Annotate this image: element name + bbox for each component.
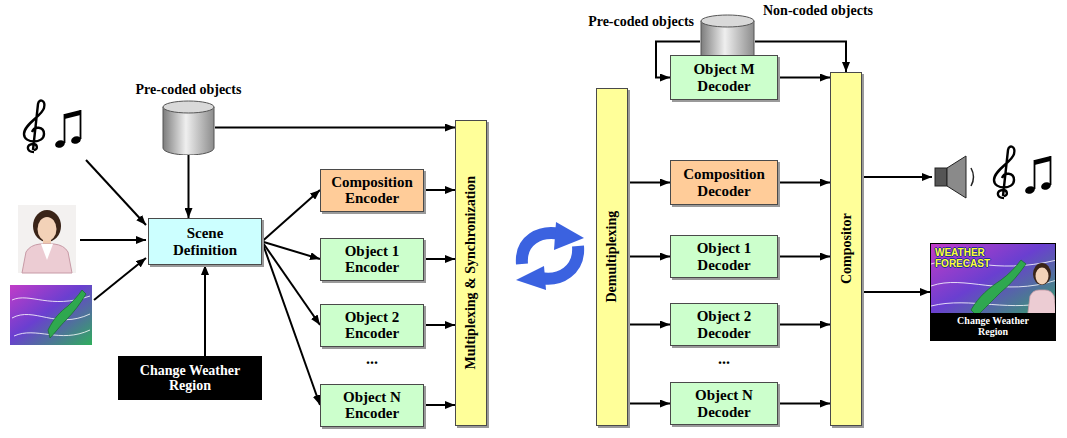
connector-arrow xyxy=(778,182,830,184)
connector-arrow xyxy=(188,155,190,218)
storage-label: Pre-coded objects xyxy=(136,82,242,97)
ellipsis-label: ... xyxy=(342,350,402,368)
connector-arrow xyxy=(778,256,830,258)
box-label: Object 2 Encoder xyxy=(325,309,419,342)
encoder-box: Object N Encoder xyxy=(320,384,424,427)
decoder-box: Object 1 Decoder xyxy=(670,235,778,278)
box-label: Object 1 Encoder xyxy=(325,243,419,276)
storage-cylinder: Pre-coded objects xyxy=(162,100,215,155)
ellipsis-label: ... xyxy=(694,350,754,368)
connector-arrow xyxy=(628,256,670,258)
decoder-box: Object M Decoder xyxy=(670,55,778,100)
decoder-box: Object N Decoder xyxy=(670,382,778,425)
box-label: WEATHER FORECAST xyxy=(935,247,1001,269)
connector-arrow xyxy=(262,242,320,260)
input-arrows xyxy=(80,160,146,300)
scene-box: Scene Definition xyxy=(148,218,262,265)
connector-arrow xyxy=(262,242,320,406)
encoder-box: Object 1 Encoder xyxy=(320,238,424,281)
channel-icon xyxy=(516,222,584,290)
music-icon xyxy=(994,147,1052,198)
box-label: Composition Encoder xyxy=(325,174,419,207)
control-box: Change Weather Region xyxy=(118,356,262,400)
audio-output-arrow xyxy=(862,176,932,178)
decoder-box: Object 2 Decoder xyxy=(670,303,778,346)
connector-arrow xyxy=(424,258,455,260)
decoder-box: Composition Decoder xyxy=(670,160,778,205)
mux-bar: Multiplexing & Synchronization xyxy=(455,120,487,426)
storage-label: Pre-coded objects xyxy=(588,14,694,29)
connector-arrow xyxy=(262,190,320,242)
box-label: Change Weather Region xyxy=(122,363,258,394)
connector-arrow xyxy=(862,291,930,293)
box-label: Object 1 Decoder xyxy=(675,240,773,273)
connector-arrow xyxy=(778,403,830,405)
weather-map-image xyxy=(10,285,92,345)
box-label: Object 2 Decoder xyxy=(675,308,773,341)
box-label: Composition Decoder xyxy=(675,166,773,199)
box-label: Object N Decoder xyxy=(675,387,773,420)
box-label: Object N Encoder xyxy=(325,389,419,422)
compositor-bar: Compositor xyxy=(830,72,862,426)
bar-label: Demultiplexing xyxy=(604,211,619,303)
music-icon xyxy=(24,101,82,152)
connector-arrow xyxy=(778,324,830,326)
connector-arrow xyxy=(424,404,455,406)
box-label: Object M Decoder xyxy=(675,61,773,94)
output-screen: WEATHER FORECAST Change Weather Region xyxy=(930,243,1056,341)
cylinder-shape xyxy=(162,100,215,155)
connector-arrow xyxy=(424,324,455,326)
box-label: Change Weather Region xyxy=(931,313,1055,340)
encoder-box: Object 2 Encoder xyxy=(320,304,424,347)
connector-arrow xyxy=(262,242,320,326)
connector-arrow xyxy=(215,127,455,129)
encoder-box: Composition Encoder xyxy=(320,169,424,212)
connector-arrow xyxy=(628,403,670,405)
presenter-photo xyxy=(18,205,76,273)
connector-arrow xyxy=(778,77,830,79)
speaker-icon xyxy=(935,156,974,198)
connector-arrow xyxy=(628,324,670,326)
bar-label: Multiplexing & Synchronization xyxy=(463,176,478,369)
connector-arrow xyxy=(628,182,670,184)
box-label: Scene Definition xyxy=(153,225,257,258)
storage-label: Non-coded objects xyxy=(763,3,873,18)
connector-arrow xyxy=(204,265,206,356)
bar-label: Compositor xyxy=(838,214,853,285)
demux-bar: Demultiplexing xyxy=(596,88,628,426)
connector-arrow xyxy=(424,189,455,191)
